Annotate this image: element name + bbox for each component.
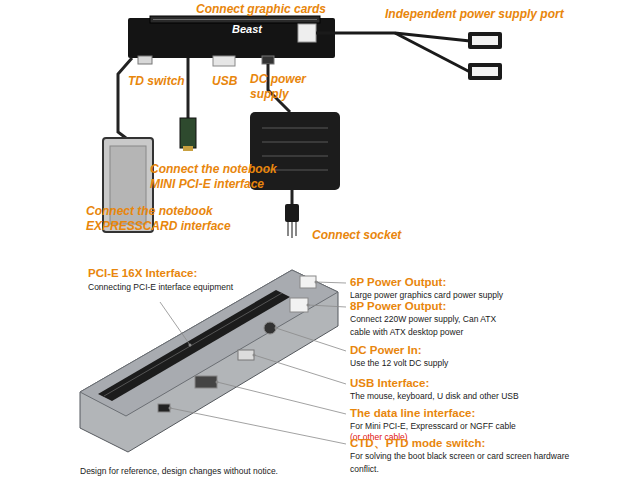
minipcie-cable (187, 58, 190, 118)
leader-dot (307, 304, 310, 307)
adapter-pins (183, 146, 193, 151)
feature-description: For Mini PCI-E, Expresscard or NGFF cabl… (350, 420, 620, 433)
feature-heading: The data line interface: (350, 406, 475, 420)
leader-line (254, 355, 346, 384)
cable-wire (187, 58, 190, 118)
callout-label: TD switch (128, 74, 185, 89)
usb-port (238, 350, 254, 360)
cable-wire (395, 33, 470, 72)
8p-connector (290, 298, 308, 312)
callout-label: Connect graphic cards (196, 2, 326, 17)
slot-pins (153, 19, 317, 20)
dock-case (80, 270, 338, 452)
cable-wire (316, 33, 470, 41)
leader-dot (253, 354, 256, 357)
callout-label: USB (212, 74, 237, 89)
callout-label: Independent power supply port (385, 7, 564, 22)
feature-description: Connecting PCI-E interface equipment (88, 281, 288, 294)
feature-heading: CTD、PTD mode switch: (350, 436, 485, 450)
leader-dot (315, 281, 318, 284)
expresscard-cable (118, 58, 132, 138)
data-port (195, 376, 217, 388)
grille-line (262, 141, 328, 143)
leader-line (316, 282, 346, 283)
feature-description: The mouse, keyboard, U disk and other US… (350, 390, 620, 403)
plug-prong (287, 222, 289, 236)
leader-line (160, 302, 190, 345)
pcie-slot (150, 16, 320, 23)
mode-switch (158, 404, 170, 412)
dc-jack (262, 56, 274, 64)
feature-heading: PCI-E 16X Interface: (88, 266, 197, 280)
feature-heading: DC Power In: (350, 343, 422, 357)
y-power-cable (316, 33, 470, 72)
cable-wire (291, 190, 294, 206)
footnote: Design for reference, design changes wit… (80, 466, 278, 477)
leader-line (170, 408, 346, 444)
leader-lines (160, 282, 346, 444)
leader-line (217, 382, 346, 414)
feature-heading: 8P Power Output: (350, 299, 446, 313)
leader-dot (275, 327, 278, 330)
brand-text: Beast (232, 23, 262, 35)
dc-jack (264, 322, 276, 334)
callout-label: Connect the notebook EXPRESSCARD interfa… (86, 204, 244, 234)
plug-prong (291, 222, 293, 238)
callout-label: Connect socket (312, 228, 401, 243)
leader-dots (169, 281, 318, 410)
dock-top-face (80, 270, 338, 416)
dock-board (128, 18, 335, 58)
minipcie-adapter (180, 118, 196, 148)
feature-heading: USB Interface: (350, 376, 429, 390)
feature-heading: 6P Power Output: (350, 275, 446, 289)
leader-line (308, 305, 346, 307)
td-switch (138, 56, 152, 64)
grille-line (262, 155, 328, 157)
leader-line (276, 328, 346, 351)
callout-label: Connect the notebook MINI PCI-E interfac… (150, 162, 290, 192)
leader-dot (169, 407, 172, 410)
slot-pins (104, 293, 282, 396)
mains-plug (285, 204, 299, 222)
plug-prong (295, 222, 297, 236)
dock-board: Beast (128, 18, 335, 58)
feature-description: Connect 220W power supply, Can ATX cable… (350, 313, 510, 339)
plug-socket (472, 36, 498, 45)
6p-connector (300, 276, 316, 288)
plug-socket (472, 67, 498, 76)
leader-dot (216, 381, 219, 384)
feature-description: Large power graphics card power supply (350, 289, 620, 302)
pcie-power-plug (468, 63, 502, 80)
pcie-x16-slot (98, 290, 290, 401)
pcie-power-plug (468, 32, 502, 49)
cable-wire (118, 58, 132, 138)
feature-description: Use the 12 volt DC supply (350, 357, 620, 370)
feature-description: For solving the boot black screen or car… (350, 450, 578, 476)
dock-board-group (128, 16, 335, 66)
grille-line (262, 127, 328, 129)
leader-dot (189, 344, 192, 347)
power-connector (298, 24, 316, 42)
callout-label: DC power supply (250, 72, 332, 102)
usb-port (213, 56, 235, 66)
dock-case-group (80, 270, 338, 452)
